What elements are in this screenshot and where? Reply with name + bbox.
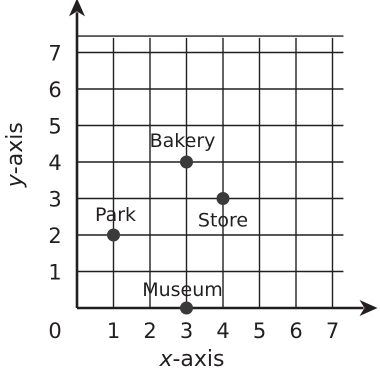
x-tick-label: 4 <box>216 319 229 343</box>
y-axis-label: y-axis <box>3 122 28 188</box>
y-tick-label: 6 <box>48 78 61 102</box>
y-axis-label-variable: y <box>3 173 28 188</box>
point-park <box>107 228 120 242</box>
axes-layer <box>69 0 378 316</box>
point-label-store: Store <box>198 210 248 232</box>
point-label-park: Park <box>95 204 136 226</box>
y-tick-label: 2 <box>48 224 61 248</box>
x-tick-label: 3 <box>180 319 193 343</box>
grid-layer <box>77 35 344 308</box>
point-museum <box>180 301 193 315</box>
y-tick-label: 7 <box>48 42 61 66</box>
y-tick-label: 4 <box>48 151 61 175</box>
x-tick-label: 1 <box>107 319 120 343</box>
point-label-museum: Museum <box>142 279 223 301</box>
y-axis-label-suffix: -axis <box>3 122 28 174</box>
y-tick-label: 3 <box>48 188 61 212</box>
point-store <box>216 192 230 205</box>
x-axis-label-suffix: -axis <box>172 347 224 372</box>
point-bakery <box>180 155 193 169</box>
data-points <box>107 155 230 315</box>
point-label-bakery: Bakery <box>150 130 216 152</box>
x-tick-label: 5 <box>253 319 266 343</box>
y-axis-arrow-icon <box>69 0 85 17</box>
x-tick-label: 6 <box>289 319 302 343</box>
x-tick-label: 7 <box>326 319 339 343</box>
x-axis-arrow-icon <box>359 300 378 316</box>
x-axis-label: x-axis <box>158 347 224 372</box>
y-tick-label: 5 <box>48 115 61 139</box>
origin-label: 0 <box>48 319 61 343</box>
x-axis-label-variable: x <box>158 347 173 372</box>
y-tick-label: 1 <box>48 261 61 285</box>
x-tick-label: 2 <box>143 319 156 343</box>
